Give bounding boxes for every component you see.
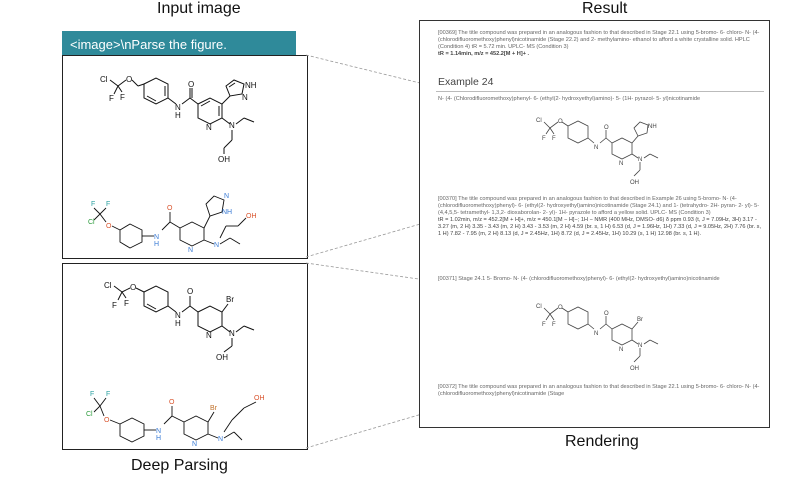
input-image-title: Input image [157, 0, 241, 17]
prompt-tab: <image>\nParse the figure. [62, 31, 296, 58]
svg-text:Cl: Cl [104, 281, 112, 290]
svg-text:N: N [156, 428, 161, 435]
svg-text:O: O [558, 119, 563, 125]
svg-text:NH: NH [648, 124, 657, 130]
svg-text:N: N [594, 331, 598, 337]
molecule-bromo-colored: Cl F F O O N H N N Br OH [86, 391, 265, 446]
svg-text:Cl: Cl [536, 304, 542, 310]
svg-text:Br: Br [210, 405, 218, 412]
doc-p1: [00369] The title compound was prepared … [438, 30, 760, 50]
svg-text:NH: NH [245, 81, 257, 90]
doc-molecule-1: Cl F F O O N N N NH OH [536, 118, 659, 186]
doc-p2c: J = 1.96Hz, 1H) 7.33 (d, J = 9.05Hz, 2H)… [438, 224, 762, 237]
example-rule [436, 91, 764, 92]
doc-paragraph-00369: [00369] The title compound was prepared … [438, 30, 764, 58]
doc-p1b: R = 5.72 min. UPLC- MS (Condition 3) [473, 44, 569, 50]
example-compound-name: N- (4- (Chlorodifluoromethoxy)phenyl- 6-… [438, 96, 701, 102]
svg-text:N: N [594, 145, 598, 151]
svg-text:N: N [154, 234, 159, 241]
svg-text:N: N [638, 343, 642, 349]
svg-text:O: O [167, 205, 173, 212]
svg-text:F: F [106, 391, 110, 398]
svg-text:F: F [91, 201, 95, 208]
molecule-pyrazole-colored: Cl F F O O N H N N N NH OH [88, 193, 257, 254]
svg-text:N: N [188, 247, 193, 254]
svg-text:N: N [229, 121, 235, 130]
doc-p2: [00370] The title compound was prepared … [438, 196, 760, 216]
svg-text:O: O [130, 283, 136, 292]
result-title: Result [582, 0, 628, 17]
svg-text:N: N [175, 103, 181, 112]
svg-text:F: F [120, 93, 125, 102]
molecule-bromo-black: Cl F F O O N H N N Br OH [104, 281, 255, 362]
svg-text:N: N [242, 93, 248, 102]
svg-text:N: N [218, 436, 223, 443]
rendering-label: Rendering [565, 433, 639, 450]
svg-text:O: O [604, 311, 609, 317]
svg-text:N: N [206, 331, 212, 340]
svg-text:O: O [604, 125, 609, 131]
doc-p1c: tR = 1.14min, m/z = 452.2[M + H]+ . [438, 51, 530, 57]
svg-text:Cl: Cl [88, 219, 95, 226]
svg-text:N: N [224, 193, 229, 200]
rendered-document [419, 20, 770, 428]
svg-text:NH: NH [222, 209, 232, 216]
svg-text:O: O [558, 305, 563, 311]
svg-text:Cl: Cl [86, 411, 93, 418]
svg-text:Br: Br [226, 295, 234, 304]
svg-text:N: N [638, 157, 642, 163]
svg-text:F: F [542, 322, 546, 328]
example-heading: Example 24 [438, 76, 494, 88]
svg-text:N: N [214, 242, 219, 249]
molecule-pyrazole-black: Cl F F O O N H N N N NH OH [100, 75, 257, 164]
svg-text:O: O [104, 417, 110, 424]
svg-text:F: F [542, 136, 546, 142]
doc-molecule-2: Cl F F O O N N N Br OH [536, 304, 659, 372]
svg-text:F: F [109, 94, 114, 103]
svg-text:O: O [187, 287, 193, 296]
svg-text:H: H [175, 111, 181, 120]
svg-text:H: H [175, 319, 181, 328]
svg-text:F: F [112, 301, 117, 310]
svg-text:Cl: Cl [536, 118, 542, 124]
svg-text:N: N [229, 329, 235, 338]
doc-paragraph-00372: [00372] The title compound was prepared … [438, 384, 760, 397]
svg-text:N: N [192, 441, 197, 446]
svg-text:F: F [552, 322, 556, 328]
svg-text:O: O [188, 80, 194, 89]
doc-p2b: tR = 1.02min, m/z = 452.2[M + H]+, m/z =… [438, 217, 757, 230]
svg-text:OH: OH [246, 213, 257, 220]
svg-text:OH: OH [254, 395, 265, 402]
svg-text:F: F [106, 201, 110, 208]
svg-text:N: N [206, 123, 212, 132]
svg-text:N: N [619, 161, 623, 167]
svg-text:H: H [154, 241, 159, 248]
svg-text:F: F [124, 299, 129, 308]
svg-text:OH: OH [630, 366, 639, 372]
svg-text:O: O [169, 399, 175, 406]
svg-text:N: N [619, 347, 623, 353]
svg-text:N: N [175, 311, 181, 320]
svg-text:OH: OH [216, 353, 228, 362]
svg-text:Br: Br [637, 317, 643, 323]
doc-paragraph-00370: [00370] The title compound was prepared … [438, 196, 764, 238]
input-panel-bottom [62, 263, 308, 450]
svg-text:F: F [552, 136, 556, 142]
svg-text:O: O [126, 75, 132, 84]
svg-text:O: O [106, 223, 112, 230]
svg-text:OH: OH [630, 180, 639, 186]
svg-text:F: F [90, 391, 94, 398]
svg-text:OH: OH [218, 155, 230, 164]
deep-parsing-label: Deep Parsing [131, 457, 228, 474]
svg-text:Cl: Cl [100, 75, 108, 84]
svg-text:H: H [156, 435, 161, 442]
doc-paragraph-00371: [00371] Stage 24.1 5- Bromo- N- (4- (chl… [438, 276, 720, 282]
